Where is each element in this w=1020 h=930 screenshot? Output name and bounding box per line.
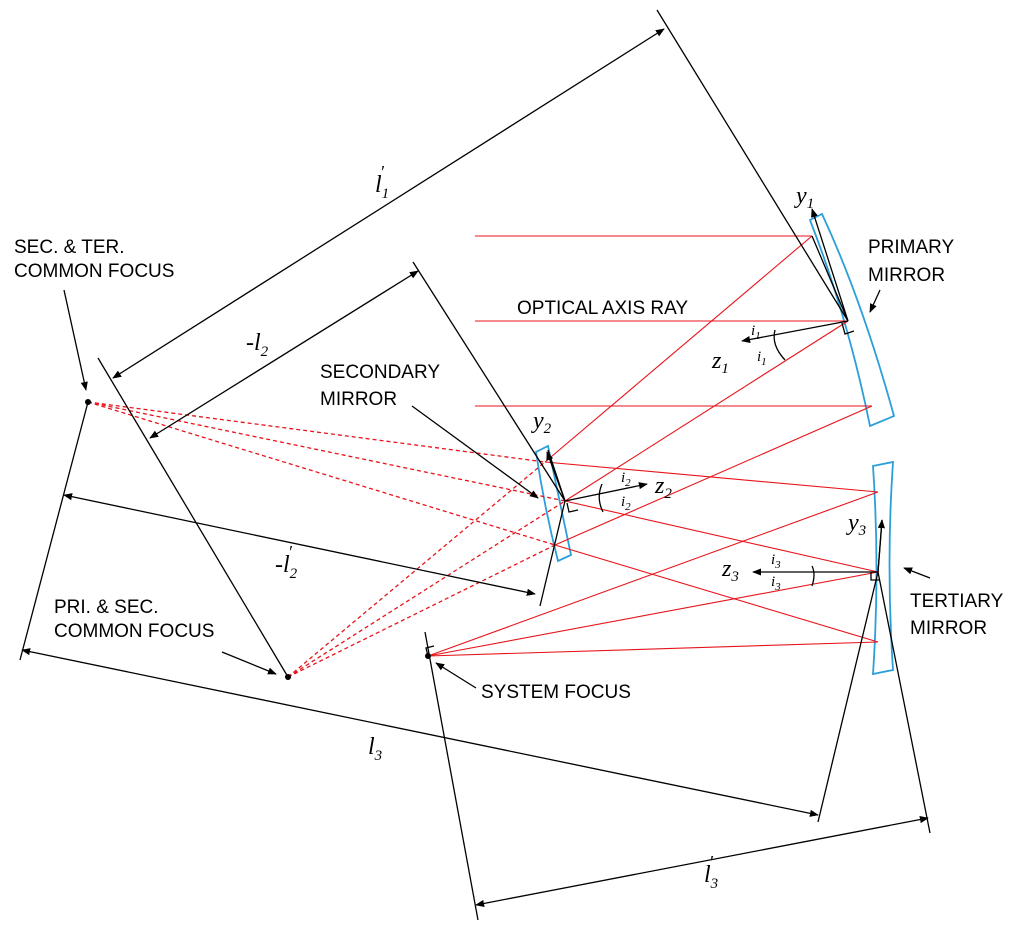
- optical-axis-ray-label: OPTICAL AXIS RAY: [517, 298, 688, 319]
- i1-lower-symbol: i1: [757, 349, 767, 368]
- tertiary-mirror-label-line2: MIRROR: [910, 618, 987, 639]
- z2-axis-arrow: [564, 482, 648, 502]
- y1-axis-arrow: [811, 208, 849, 322]
- pri-sec-focus-label-line2: COMMON FOCUS: [54, 621, 214, 642]
- i3-upper-symbol: i3: [771, 552, 781, 571]
- i2-upper-symbol: i2: [621, 470, 631, 489]
- y3-symbol: y3: [846, 510, 866, 539]
- l1-prime-symbol: l1′: [375, 162, 389, 202]
- dimension-arrows: [21, 28, 929, 908]
- i3-lower-symbol: i3: [771, 574, 781, 593]
- dimension-l3-arrow: [21, 648, 819, 817]
- primary-mirror-label-line1: PRIMARY: [868, 237, 955, 258]
- y2-symbol: y2: [531, 408, 552, 437]
- z2-symbol: z2: [654, 473, 672, 502]
- secondary-mirror-label-line1: SECONDARY: [320, 362, 440, 383]
- system-focus-label: SYSTEM FOCUS: [481, 682, 631, 703]
- secondary-mirror-pointer: [411, 405, 539, 499]
- i1-upper-symbol: i1: [751, 323, 761, 342]
- l2-symbol: -l2: [246, 330, 269, 360]
- primary-mirror-label-line2: MIRROR: [868, 265, 945, 286]
- pri-sec-focus-label-line1: PRI. & SEC.: [54, 597, 159, 618]
- pri-sec-common-focus-point: [285, 674, 291, 680]
- local-axes: [546, 208, 885, 576]
- y2-axis-arrow: [546, 451, 566, 502]
- y1-symbol: y1: [794, 183, 814, 212]
- dimension-l2-prime-arrow: [63, 493, 536, 596]
- tertiary-mirror-shape: [872, 460, 894, 676]
- i2-lower-symbol: i2: [621, 494, 631, 513]
- pri-sec-focus-pointer: [221, 651, 277, 675]
- tertiary-mirror-pointer: [903, 567, 931, 579]
- sec-ter-common-focus-point: [85, 399, 91, 405]
- z3-symbol: z3: [721, 556, 739, 585]
- dimension-l1-prime-arrow: [112, 28, 665, 379]
- system-focus-point: [425, 653, 431, 659]
- construction-lines: [19, 9, 931, 921]
- l3-symbol: l3: [368, 734, 382, 764]
- dimension-l3-prime-arrow: [475, 815, 929, 908]
- sec-ter-focus-label-line1: SEC. & TER.: [14, 237, 125, 258]
- sec-ter-focus-label-line2: COMMON FOCUS: [14, 261, 174, 282]
- y3-axis-arrow: [877, 519, 885, 573]
- l2-prime-symbol: -l2′: [275, 542, 298, 582]
- dimension-l2-arrow: [149, 270, 419, 439]
- ray-traces: [87, 235, 879, 678]
- label-pointers: [63, 289, 931, 689]
- l3-prime-symbol: l3′: [704, 852, 718, 892]
- primary-mirror-pointer: [869, 289, 881, 313]
- z1-axis-arrow: [741, 320, 849, 344]
- system-focus-pointer: [435, 662, 477, 689]
- sec-ter-focus-pointer: [63, 289, 88, 391]
- tertiary-mirror-label-line1: TERTIARY: [910, 591, 1004, 612]
- z1-symbol: z1: [711, 348, 729, 377]
- secondary-mirror-label-line2: MIRROR: [320, 389, 397, 410]
- secondary-mirror-shape: [535, 444, 573, 563]
